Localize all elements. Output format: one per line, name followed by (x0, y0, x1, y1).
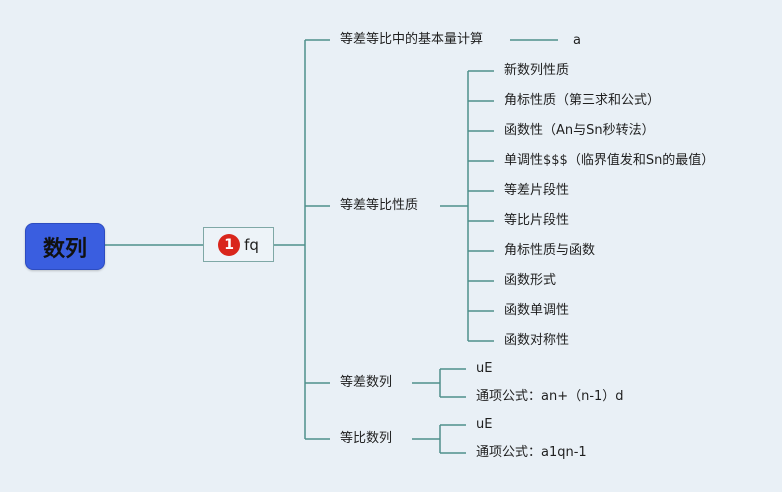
leaf-property[interactable]: 函数形式 (504, 273, 557, 288)
branch-basic-calc[interactable]: 等差等比中的基本量计算 (340, 32, 484, 47)
leaf-property[interactable]: 角标性质与函数 (504, 243, 596, 258)
center-node[interactable]: 1 fq (203, 227, 274, 262)
leaf-property[interactable]: 函数单调性 (504, 303, 570, 318)
leaf-property[interactable]: 等差片段性 (504, 183, 570, 198)
branch-properties[interactable]: 等差等比性质 (340, 198, 419, 213)
leaf-property[interactable]: 函数对称性 (504, 333, 570, 348)
root-node[interactable]: 数列 (25, 223, 105, 270)
leaf-arithmetic[interactable]: 通项公式：an+（n-1）d (476, 389, 624, 404)
leaf-property[interactable]: 等比片段性 (504, 213, 570, 228)
branch-arithmetic[interactable]: 等差数列 (340, 375, 393, 390)
leaf-geometric[interactable]: 通项公式：a1qn-1 (476, 445, 587, 460)
center-node-label: fq (244, 235, 259, 254)
leaf-geometric[interactable]: uE (476, 417, 493, 432)
leaf-property[interactable]: 单调性$$$（临界值发和Sn的最值） (504, 153, 715, 168)
leaf-property[interactable]: 函数性（An与Sn秒转法） (504, 123, 655, 138)
leaf-basic-calc-a[interactable]: a (573, 33, 581, 48)
marker-badge: 1 (218, 233, 241, 256)
leaf-property[interactable]: 角标性质（第三求和公式） (504, 93, 661, 108)
leaf-arithmetic[interactable]: uE (476, 361, 493, 376)
leaf-property[interactable]: 新数列性质 (504, 63, 570, 78)
branch-geometric[interactable]: 等比数列 (340, 431, 393, 446)
